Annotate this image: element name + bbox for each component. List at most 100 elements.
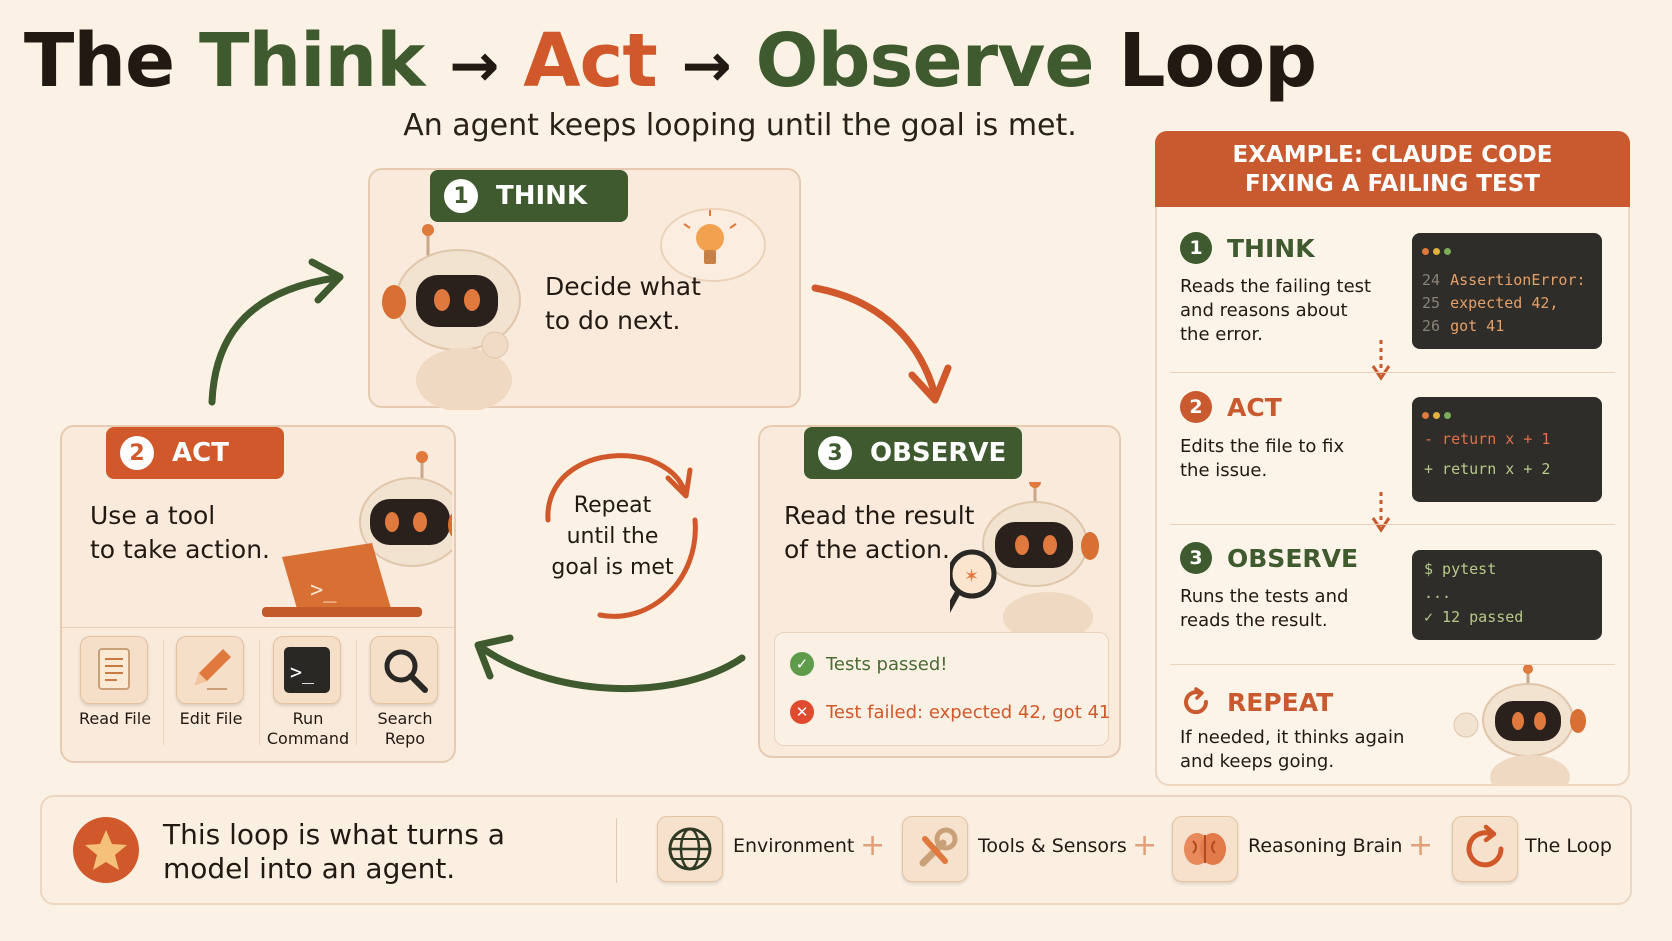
test-failed-status: ✕ Test failed: expected 42, got 41	[790, 700, 1110, 724]
tool-label-line: Run	[292, 709, 324, 728]
footer-tagline: This loop is what turns a model into an …	[163, 818, 505, 886]
reasoning-brain-label: Reasoning Brain	[1248, 835, 1403, 857]
act-line-2: to take action.	[90, 535, 270, 564]
magnifier-icon	[384, 649, 428, 693]
tools-sensors-button[interactable]	[902, 816, 968, 882]
title-loop: Loop	[1093, 18, 1317, 104]
arrow-observe-to-act	[481, 646, 746, 693]
down-arrow-icon	[1371, 340, 1391, 381]
the-loop-label: The Loop	[1525, 835, 1612, 857]
tool-label-line: Search	[377, 709, 433, 728]
footer-divider	[616, 818, 617, 883]
wrench-icon	[919, 827, 958, 867]
arrow-act-to-think	[208, 274, 339, 406]
act-label: ACT	[172, 438, 229, 468]
test-failed-text: Test failed: expected 42, got 41	[826, 701, 1111, 723]
example-act-title: 2 ACT	[1180, 391, 1282, 423]
repeat-line-3: goal is met	[551, 555, 674, 580]
tool-label-line: Repo	[384, 729, 426, 748]
desc-line: the issue.	[1180, 460, 1268, 481]
observe-tag: 3 OBSERVE	[804, 427, 1022, 479]
window-dots	[1422, 241, 1455, 259]
desc-line: Reads the failing test	[1180, 276, 1372, 297]
example-repeat-label: REPEAT	[1227, 687, 1334, 717]
desc-line: Edits the file to fix	[1180, 436, 1345, 457]
window-dots	[1422, 405, 1455, 423]
tool-label-run-command: Run Command	[258, 709, 358, 749]
title-act: Act	[523, 18, 658, 104]
line-number: 25	[1422, 294, 1441, 312]
down-arrow-icon	[1371, 492, 1391, 533]
svg-text:✶: ✶	[964, 566, 979, 587]
tool-label-line: Edit File	[179, 709, 243, 728]
reasoning-brain-button[interactable]	[1172, 816, 1238, 882]
observe-number: 3	[818, 436, 852, 470]
example-header: EXAMPLE: CLAUDE CODE FIXING A FAILING TE…	[1155, 131, 1630, 207]
tool-divider	[259, 640, 260, 745]
run-command-button[interactable]: >_	[273, 636, 341, 704]
globe-icon	[668, 827, 712, 871]
tool-divider	[356, 640, 357, 745]
the-loop-button[interactable]	[1452, 816, 1518, 882]
example-header-line-1: EXAMPLE: CLAUDE CODE	[1232, 142, 1553, 168]
plus-sign: +	[1132, 828, 1158, 863]
example-divider	[1170, 372, 1615, 373]
search-repo-button[interactable]	[370, 636, 438, 704]
tool-label-line: Command	[266, 729, 350, 748]
x-circle-icon: ✕	[790, 700, 814, 724]
act-card: Use a tool to take action. >_	[60, 425, 456, 763]
repeat-line-2: until the	[566, 524, 659, 549]
observe-label: OBSERVE	[870, 438, 1007, 468]
example-observe-label: OBSERVE	[1227, 543, 1359, 573]
example-observe-desc: Runs the tests and reads the result.	[1180, 585, 1348, 633]
desc-line: and keeps going.	[1180, 751, 1335, 772]
robot-magnifier-icon: ✶	[950, 482, 1099, 632]
code-text: expected 42,	[1450, 294, 1559, 312]
example-act-terminal: - return x + 1 + return x + 2	[1412, 397, 1602, 502]
environment-button[interactable]	[657, 816, 723, 882]
example-act-label: ACT	[1227, 392, 1282, 422]
observe-description: Read the result of the action.	[784, 499, 974, 567]
title-arrow-1: →	[449, 31, 499, 101]
plus-sign: +	[860, 828, 886, 863]
code-line: 26 got 41	[1422, 317, 1504, 335]
loop-arrows	[208, 258, 952, 693]
edit-file-button[interactable]	[176, 636, 244, 704]
check-icon: ✓	[790, 652, 814, 676]
think-tag: 1 THINK	[430, 170, 628, 222]
example-repeat-title: REPEAT	[1180, 686, 1333, 718]
read-file-button[interactable]	[80, 636, 148, 704]
tool-label-line: Read File	[78, 709, 152, 728]
environment-label: Environment	[733, 835, 855, 857]
observe-line-1: Read the result	[784, 501, 975, 530]
title-observe: Observe	[755, 18, 1095, 104]
line-number: 26	[1422, 317, 1441, 335]
lightbulb-cloud-icon	[660, 208, 766, 282]
desc-line: the error.	[1180, 324, 1263, 345]
code-line: 25 expected 42,	[1422, 294, 1558, 312]
title-think: Think	[198, 18, 425, 104]
code-text: got 41	[1450, 317, 1505, 335]
document-icon	[98, 648, 130, 690]
test-passed-status: ✓ Tests passed!	[790, 652, 947, 676]
code-text: AssertionError:	[1450, 271, 1586, 289]
example-act-number: 2	[1180, 391, 1212, 423]
footer-line-1: This loop is what turns a	[163, 818, 505, 851]
plus-sign: +	[1408, 828, 1434, 863]
think-line-1: Decide what	[545, 272, 701, 301]
svg-text:>_: >_	[310, 578, 337, 603]
footer-banner	[40, 795, 1632, 905]
code-line: ✓ 12 passed	[1424, 608, 1524, 626]
svg-text:>_: >_	[290, 660, 315, 684]
page-title: The Think → Act → Observe Loop	[0, 18, 1340, 104]
subtitle: An agent keeps looping until the goal is…	[403, 108, 1077, 143]
desc-line: Runs the tests and	[1180, 586, 1349, 607]
refresh-icon	[1184, 687, 1209, 715]
line-number: 24	[1422, 271, 1441, 289]
example-think-number: 1	[1180, 232, 1212, 264]
desc-line: and reasons about	[1180, 300, 1348, 321]
code-line: $ pytest	[1424, 560, 1497, 578]
act-number: 2	[120, 436, 154, 470]
brain-icon	[1184, 833, 1226, 865]
repeat-circle-arrow	[545, 453, 688, 523]
